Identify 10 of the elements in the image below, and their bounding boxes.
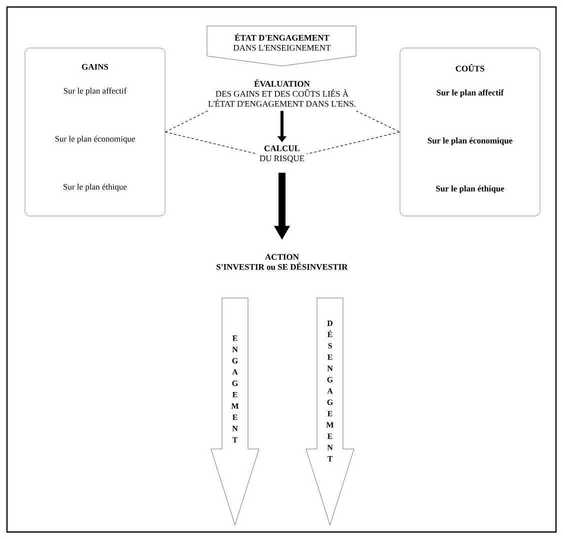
step-label: ÉVALUATION DES GAINS ET DES COÛTS LIÉS À L'ÉTAT D'ENGAGEMENT DANS L'ENS. — [208, 79, 356, 107]
dashed-line — [164, 132, 258, 154]
dashed-line — [356, 110, 400, 132]
category-box: GAINS Sur le plan affectif Sur le plan économique Sur le plan éthique — [24, 48, 166, 216]
step-label: ACTION S'INVESTIR ou SE DÉSINVESTIR — [216, 254, 348, 270]
pentagon-box: ÉTAT D'ENGAGEMENT DANS L'ENSEIGNEMENT — [206, 26, 356, 66]
dashed-line — [164, 110, 208, 132]
category-box: COÛTS Sur le plan affectif Sur le plan économique Sur le plan éthique — [400, 48, 540, 216]
step-label: CALCUL DU RISQUE — [260, 146, 304, 162]
dashed-line — [306, 132, 400, 154]
